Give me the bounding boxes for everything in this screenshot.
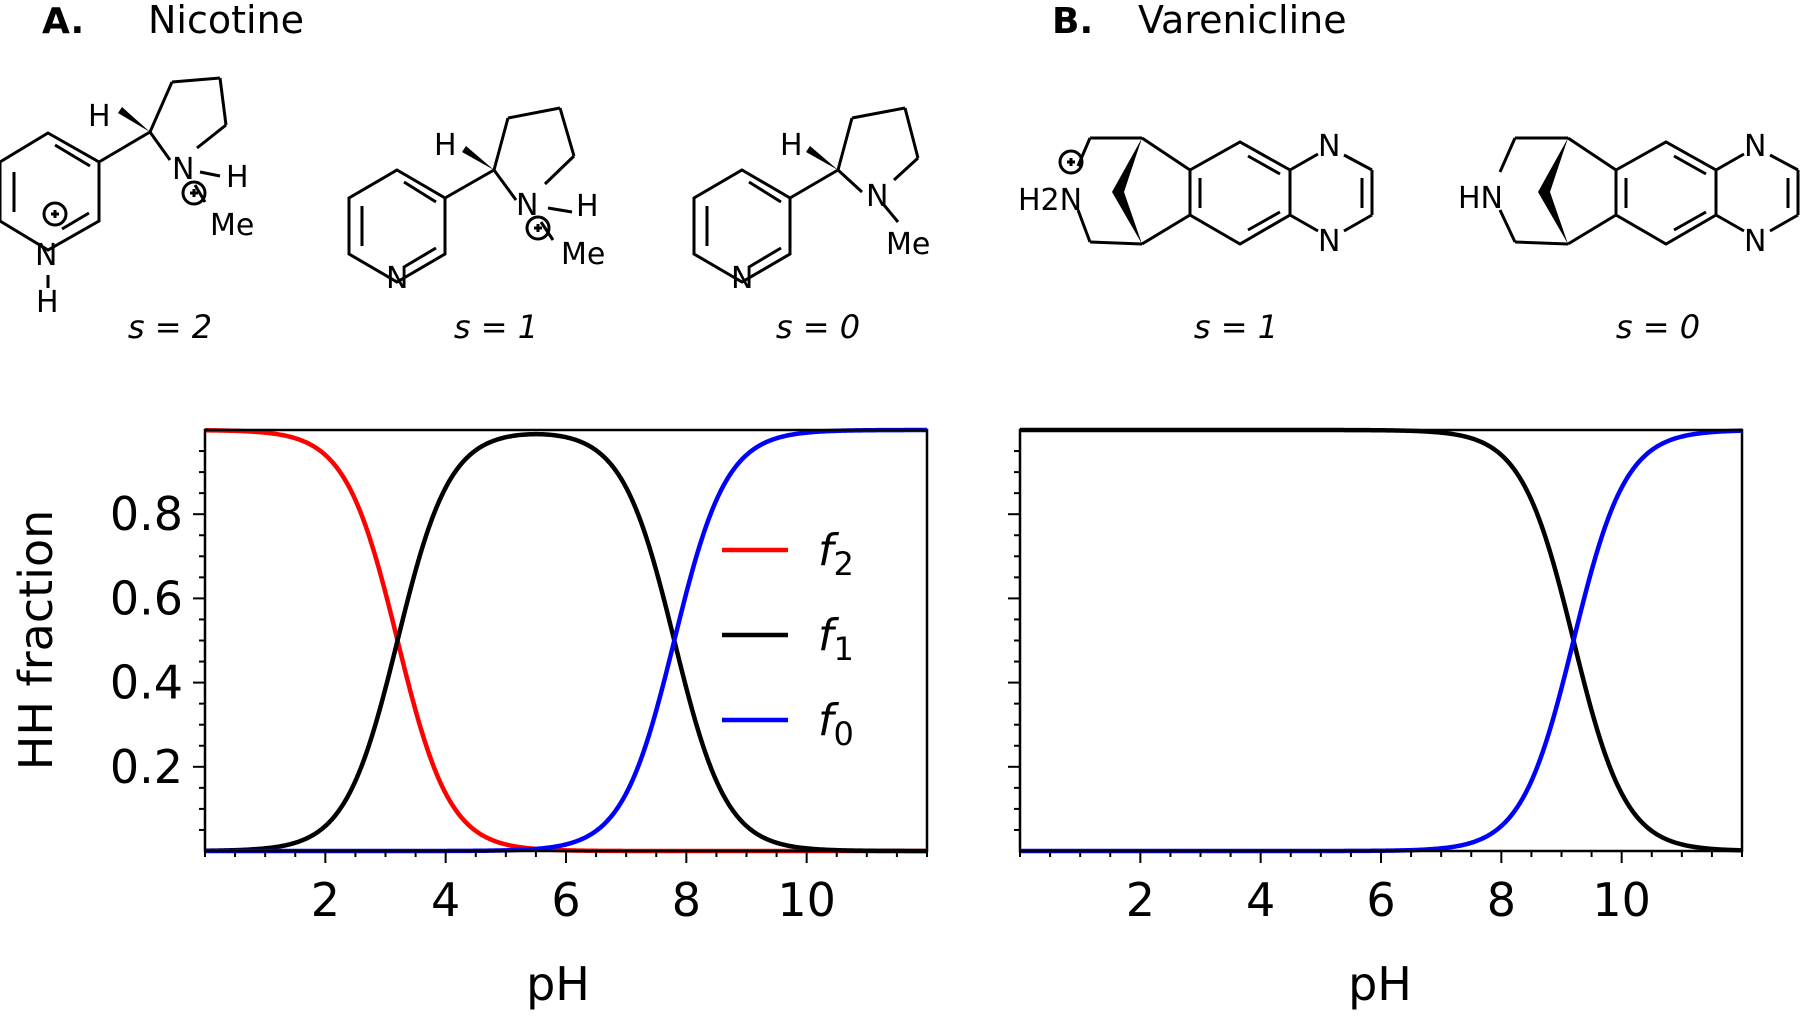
- atom-label: H2N: [1018, 183, 1082, 218]
- legend-subscript: 2: [834, 545, 854, 583]
- x-axis-label-a: pH: [526, 957, 590, 1011]
- structure-varenicline-s1: [1058, 136, 1374, 246]
- tick-layer-b: 2 4 6 8 10: [1008, 450, 1743, 927]
- atom-label: N: [1318, 224, 1340, 259]
- x-tick-label: 8: [672, 873, 701, 927]
- panel-a-title: Nicotine: [148, 0, 304, 42]
- state-label-nicotine-s1: s = 1: [454, 308, 538, 346]
- x-tick-label: 10: [1592, 873, 1651, 927]
- x-tick-label: 10: [777, 873, 836, 927]
- x-tick-label: 2: [311, 873, 340, 927]
- panel-b-letter: B.: [1052, 1, 1093, 42]
- x-tick-label: 4: [1246, 873, 1275, 927]
- atom-label: Me: [886, 227, 930, 262]
- series-layer-b: [1020, 427, 1743, 854]
- atom-label: N: [1318, 129, 1340, 164]
- atom-label: H: [226, 160, 249, 195]
- state-label-nicotine-s0: s = 0: [776, 308, 860, 346]
- atom-label: N: [866, 179, 888, 214]
- atom-label: H: [88, 99, 111, 134]
- x-tick-label: 4: [431, 873, 460, 927]
- structure-varenicline-s0: [1498, 136, 1800, 246]
- structure-nicotine-s1: [347, 106, 576, 284]
- x-tick-label: 6: [1366, 873, 1395, 927]
- atom-label: H: [434, 128, 457, 163]
- plot-b-frame: [1018, 428, 1744, 853]
- y-tick-label: 0.4: [110, 656, 183, 710]
- x-tick-label: 2: [1126, 873, 1155, 927]
- legend-entry-f1: f1: [818, 610, 854, 668]
- x-axis-label-b: pH: [1348, 957, 1412, 1011]
- state-label-varenicline-s0: s = 0: [1616, 308, 1700, 346]
- y-tick-label: 0.2: [110, 740, 183, 794]
- legend-subscript: 0: [834, 715, 854, 753]
- series-line-f0: [1020, 428, 1743, 854]
- legend-entry-f2: f2: [818, 525, 854, 583]
- atom-label: N: [1744, 129, 1766, 164]
- y-tick-label: 0.6: [110, 571, 183, 625]
- x-tick-label: 6: [551, 873, 580, 927]
- state-label-nicotine-s2: s = 2: [128, 308, 212, 346]
- structure-nicotine-s2: [0, 76, 228, 288]
- series-line-f1: [1020, 427, 1743, 853]
- atom-label: N: [731, 261, 753, 296]
- structure-nicotine-s0: [692, 106, 920, 284]
- atom-label: N: [516, 188, 538, 223]
- atom-label: N: [1744, 224, 1766, 259]
- atom-label: H: [780, 128, 803, 163]
- y-axis-label-a: HH fraction: [9, 510, 63, 771]
- panel-b-title: Varenicline: [1138, 0, 1347, 42]
- series-line-f1: [204, 431, 927, 854]
- atom-label: Me: [210, 208, 254, 243]
- plot-panel-b: 2 4 6 8 10 pH: [1008, 427, 1744, 1011]
- x-tick-label: 8: [1487, 873, 1516, 927]
- state-label-varenicline-s1: s = 1: [1194, 308, 1278, 346]
- y-tick-label: 0.8: [110, 487, 183, 541]
- atom-label: N: [172, 152, 194, 187]
- atom-label: Me: [561, 237, 605, 272]
- legend-subscript: 1: [834, 630, 854, 668]
- atom-label: H: [36, 285, 59, 320]
- panel-a-letter: A.: [42, 1, 84, 42]
- atom-label: H: [576, 189, 599, 224]
- atom-label: N: [386, 261, 408, 296]
- atom-label: HN: [1458, 181, 1503, 216]
- legend: f2 f1 f0: [722, 525, 854, 753]
- legend-entry-f0: f0: [818, 695, 854, 753]
- atom-label: N: [35, 238, 57, 273]
